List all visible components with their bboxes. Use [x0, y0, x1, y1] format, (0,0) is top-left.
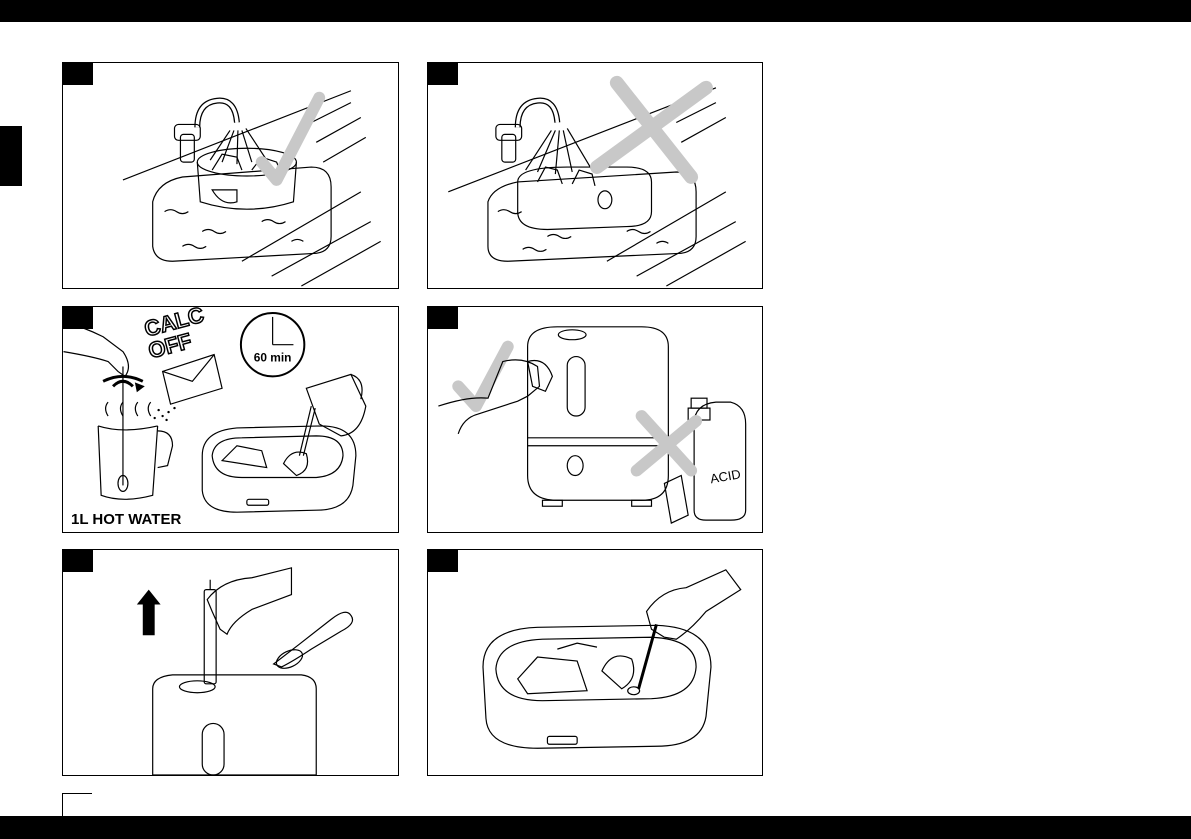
- water-caption: 1L HOT WATER: [71, 511, 181, 528]
- hand-icon: [647, 570, 741, 639]
- figure-panel-3: CALC OFF 60 min 1L HOT WATER: [62, 306, 399, 533]
- figure-panel-1: [62, 62, 399, 289]
- up-arrow-icon: [137, 590, 161, 636]
- cross-mark-icon: [637, 416, 696, 471]
- wipe-exterior-illustration: ACID: [428, 307, 762, 532]
- hand-icon: [63, 322, 128, 377]
- sachet-icon: [163, 355, 222, 405]
- acid-label: ACID: [709, 466, 742, 486]
- hand-icon: [207, 568, 291, 634]
- page-number-box: [62, 793, 92, 816]
- spoon-icon: [274, 612, 353, 667]
- humidifier-top: [153, 675, 317, 775]
- figure-panel-6: [427, 549, 763, 776]
- timer-label: 60 min: [254, 351, 292, 365]
- sink-base-illustration: [428, 63, 762, 288]
- figure-panel-2: [427, 62, 763, 289]
- lift-part-illustration: [63, 550, 398, 775]
- sprinkle-dots: [153, 407, 175, 421]
- sink-rinse-illustration: [63, 63, 398, 288]
- bottom-bar: [0, 816, 1191, 839]
- figure-panel-5: [62, 549, 399, 776]
- cross-mark-icon: [597, 83, 706, 177]
- top-bar: [0, 0, 1191, 22]
- figure-panel-4: ACID: [427, 306, 763, 533]
- check-mark-icon: [458, 347, 508, 406]
- decalcify-illustration: CALC OFF 60 min: [63, 307, 398, 532]
- section-tab: [0, 126, 22, 186]
- brush-base-illustration: [428, 550, 762, 775]
